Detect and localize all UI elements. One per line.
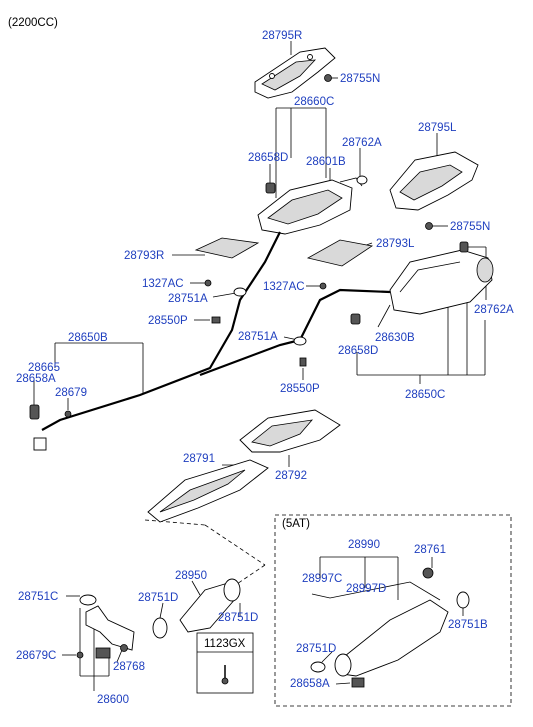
inset-callout-28990: 28990 [348, 539, 380, 551]
bracket-28793R [194, 237, 260, 259]
hanger-28658D-top [265, 182, 276, 194]
heat-shield-28795R [254, 47, 336, 99]
hanger-28658A [29, 404, 40, 420]
bolt-1327AC-right [319, 282, 327, 290]
callout-28950: 28950 [175, 570, 207, 582]
screw-1123GX [221, 665, 229, 685]
inset-leader-lines [319, 556, 464, 685]
callout-28658A: 28658A [16, 373, 56, 385]
callout-28660C: 28660C [294, 96, 334, 108]
inset-callout-28997D: 28997D [346, 583, 386, 595]
inset-converter-assembly [311, 581, 449, 677]
callout-28751C: 28751C [18, 591, 58, 603]
center-pipe-28650B [41, 231, 281, 431]
bolt-28768 [120, 644, 128, 652]
inset-callout-28751B: 28751B [448, 619, 488, 631]
catalytic-converter-28950 [152, 578, 241, 639]
inset-callout-28761: 28761 [414, 544, 446, 556]
callout-1123GX: 1123GX [204, 638, 246, 650]
callout-28550P-mid: 28550P [280, 383, 320, 395]
main-muffler-28630B [389, 249, 494, 315]
callout-28768: 28768 [113, 661, 145, 673]
callout-28755N-right: 28755N [450, 221, 490, 233]
callout-28650C: 28650C [405, 389, 445, 401]
inset-hanger-28761 [422, 567, 434, 579]
heat-shield-28795L [389, 151, 479, 211]
callout-28658D-top: 28658D [248, 152, 288, 164]
inset-callout-28658A: 28658A [290, 678, 330, 690]
inset-callout-28751D: 28751D [296, 643, 336, 655]
hanger-28762A-top [356, 175, 368, 185]
nut-28755N-top [324, 74, 332, 82]
front-pipe-28600 [79, 594, 135, 659]
inset-gasket-28751B [456, 591, 470, 609]
callout-28679: 28679 [55, 387, 87, 399]
callout-28793R: 28793R [124, 250, 164, 262]
bolt-1327AC-left [204, 279, 212, 287]
inset-callout-28997C: 28997C [302, 573, 342, 585]
inset-gasket-28751D [310, 661, 326, 673]
callout-28793L: 28793L [376, 238, 415, 250]
bolt-28679 [64, 410, 72, 418]
callout-28795R: 28795R [262, 30, 302, 42]
muffler-front-28601B [257, 177, 363, 235]
bolt-28679C [76, 651, 84, 659]
inset-hanger-28658A [351, 677, 365, 688]
callout-28795L: 28795L [418, 122, 457, 134]
callout-1327AC-right: 1327AC [263, 281, 305, 293]
callout-28630B: 28630B [375, 332, 415, 344]
bracket-28793L [306, 239, 374, 267]
inset-title: (5AT) [282, 518, 310, 530]
inset-frame-5at [274, 514, 512, 707]
flange-28665 [33, 437, 47, 451]
gasket-28751A-mid [293, 336, 307, 346]
callout-28665: 28665 [28, 362, 60, 374]
callout-28601B: 28601B [306, 156, 346, 168]
callout-28762A-right: 28762A [474, 304, 514, 316]
callout-28762A-top: 28762A [342, 137, 382, 149]
leader-lines [33, 41, 487, 691]
bolt-28550P-mid [299, 357, 307, 367]
callout-28658D-mid: 28658D [338, 345, 378, 357]
callout-28751A-left: 28751A [168, 293, 208, 305]
callout-28550P-left: 28550P [148, 315, 188, 327]
callout-28792: 28792 [275, 470, 307, 482]
callout-28650B: 28650B [68, 332, 108, 344]
callout-28679C: 28679C [16, 650, 56, 662]
variant-label: (2200CC) [8, 17, 58, 29]
callout-28755N-top: 28755N [340, 73, 380, 85]
part-box-1123GX [196, 632, 254, 694]
callout-28751D-b: 28751D [218, 612, 258, 624]
callout-1327AC-left: 1327AC [142, 278, 184, 290]
hanger-28762A-right [459, 241, 469, 253]
gasket-28751A-left [233, 287, 247, 297]
bolt-28550P-left [211, 316, 221, 324]
hanger-28658D-mid [350, 313, 361, 325]
callout-28751A-mid: 28751A [238, 331, 278, 343]
callout-28751D-a: 28751D [138, 592, 178, 604]
nut-28755N-right [425, 222, 433, 230]
callout-28600: 28600 [97, 694, 129, 706]
callout-28791: 28791 [183, 453, 215, 465]
